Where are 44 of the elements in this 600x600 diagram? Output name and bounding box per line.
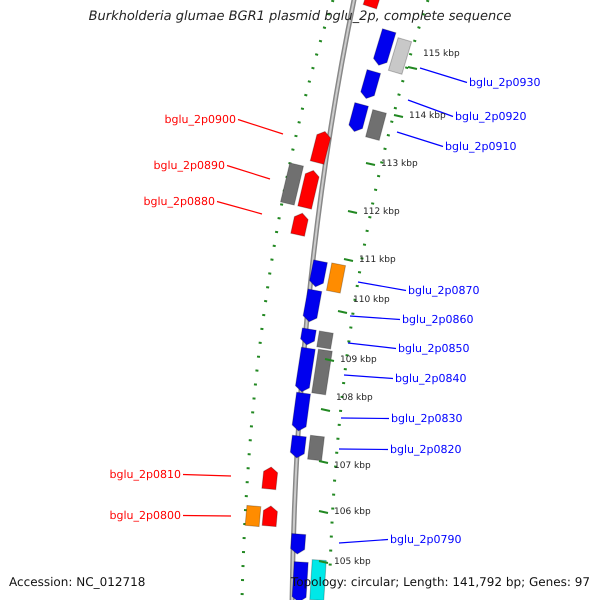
scale-tick-label: 113 kbp — [381, 160, 418, 169]
leader-line — [238, 118, 284, 135]
accession-text: Accession: NC_012718 — [9, 576, 146, 588]
gene-label: bglu_2p0810 — [110, 469, 181, 480]
leader-line — [339, 448, 388, 450]
scale-tick-label: 105 kbp — [334, 558, 371, 567]
gene-label: bglu_2p0860 — [402, 314, 474, 325]
scale-tick-label: 106 kbp — [334, 508, 371, 517]
gene-label: bglu_2p0850 — [398, 343, 470, 354]
gene-label: bglu_2p0830 — [391, 413, 462, 424]
leader-line — [341, 417, 389, 420]
gene-label: bglu_2p0790 — [390, 534, 462, 545]
gene-label: bglu_2p0840 — [395, 373, 466, 384]
gene-label: bglu_2p0800 — [110, 510, 181, 521]
gene-label: bglu_2p0880 — [144, 196, 215, 207]
leader-line — [420, 67, 468, 84]
scale-tick-label: 110 kbp — [353, 296, 390, 305]
gene-label: bglu_2p0910 — [445, 141, 516, 152]
gene-label: bglu_2p0820 — [390, 444, 462, 455]
leader-line — [216, 200, 262, 215]
gene-label: bglu_2p0870 — [408, 285, 480, 296]
leader-line — [408, 99, 454, 118]
map-title: Burkholderia glumae BGR1 plasmid bglu_2p, complete sequence — [88, 10, 512, 23]
topology-text: Topology: circular; Length: 141,792 bp; Genes: 97 — [290, 576, 590, 588]
scale-tick-label: 115 kbp — [423, 50, 460, 59]
scale-tick-label: 111 kbp — [359, 256, 396, 265]
leader-line — [183, 514, 231, 517]
leader-line — [348, 342, 396, 350]
scale-tick-label: 109 kbp — [340, 356, 377, 365]
scale-tick-label: 107 kbp — [334, 462, 371, 471]
scale-tick-label: 108 kbp — [336, 394, 373, 403]
leader-line — [396, 131, 444, 148]
leader-line — [182, 474, 232, 477]
leader-line — [350, 315, 400, 320]
leader-line — [344, 374, 394, 380]
gene-label: bglu_2p0900 — [164, 114, 236, 125]
gene-label: bglu_2p0920 — [455, 111, 526, 122]
leader-line — [226, 164, 270, 180]
gene-label: bglu_2p0930 — [469, 77, 540, 88]
scale-tick-label: 114 kbp — [409, 112, 446, 121]
gene-label: bglu_2p0890 — [154, 160, 225, 171]
scale-tick-label: 112 kbp — [363, 208, 400, 217]
leader-line — [358, 281, 406, 292]
leader-line — [338, 538, 388, 544]
